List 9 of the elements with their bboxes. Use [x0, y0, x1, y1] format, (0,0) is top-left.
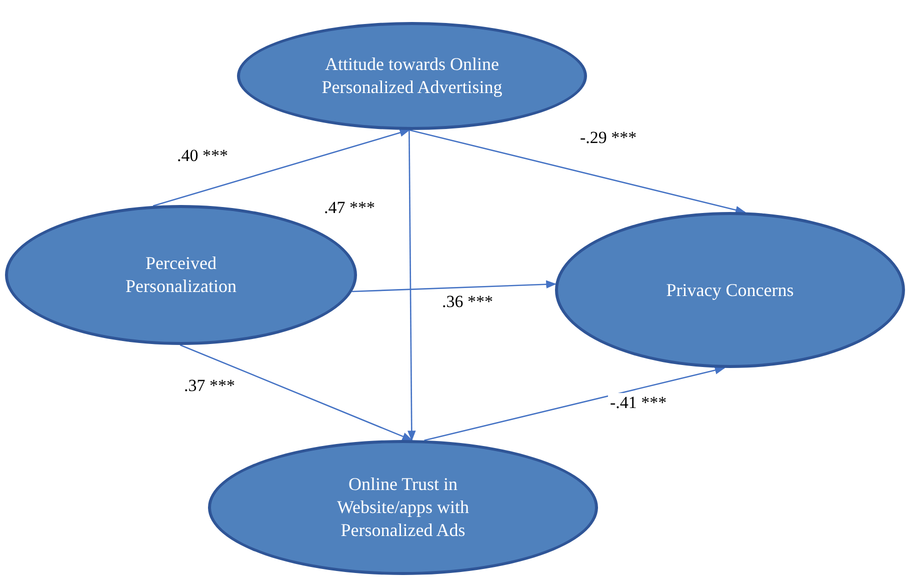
node-label: Privacy Concerns: [666, 278, 794, 302]
node-label: Online Trust in Website/apps with Personalized Ads: [336, 473, 470, 542]
arrow: [180, 344, 413, 441]
node-label: Attitude towards Online Personalized Advertising: [320, 53, 504, 99]
node-label: Perceived Personalization: [124, 252, 238, 298]
arrow: [408, 130, 416, 442]
arrow: [152, 128, 410, 206]
arrow: [409, 129, 746, 214]
arrow: [424, 366, 726, 442]
